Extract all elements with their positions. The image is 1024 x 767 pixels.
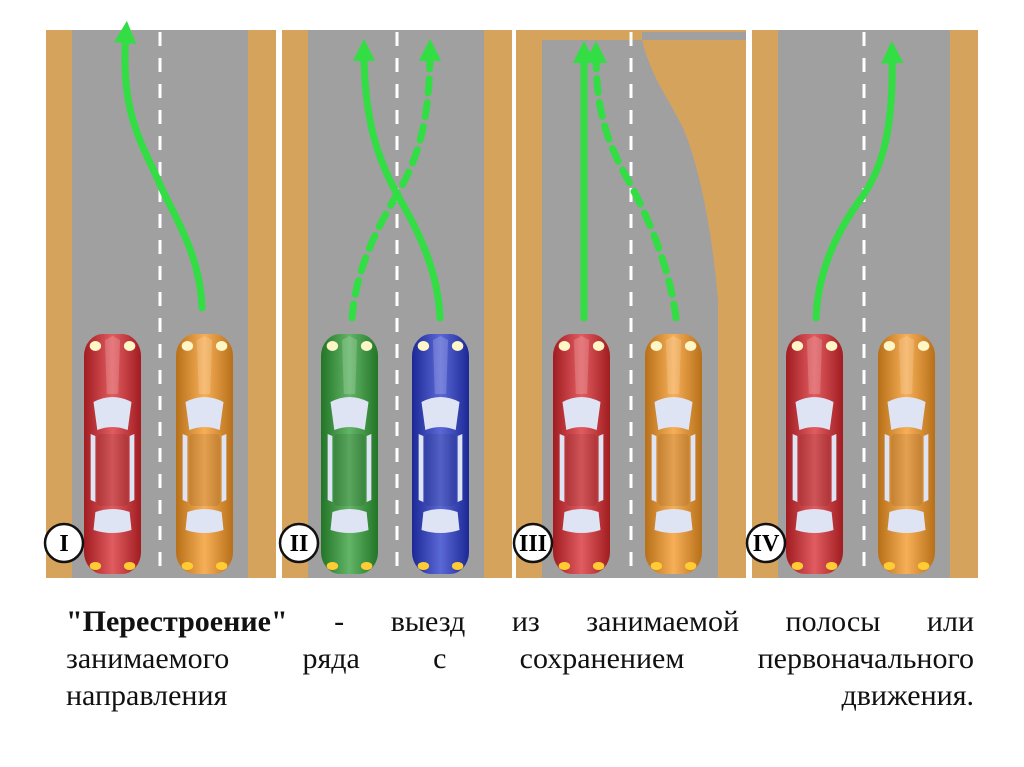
- lane-change-arrow-right-car: [352, 38, 444, 322]
- lane-merge-arrow: [584, 40, 680, 322]
- panel-badge-label: IV: [753, 531, 780, 557]
- left-car: [84, 334, 141, 574]
- panel-1: I: [43, 20, 276, 578]
- definition-line-2: занимаемого ряда с сохранением первонача…: [66, 642, 974, 675]
- panel-badge: [745, 522, 787, 564]
- panel-badge: [278, 522, 320, 564]
- right-car: [176, 334, 233, 574]
- panel-badge-label: III: [519, 531, 547, 557]
- panel-2: II: [278, 30, 512, 578]
- left-car: [786, 334, 843, 574]
- lane-change-diagram: I II III IV: [43, 20, 978, 578]
- panel-badge-label: II: [290, 531, 309, 557]
- left-car: [321, 334, 378, 574]
- panel-3: III: [512, 30, 746, 578]
- panel-4: IV: [745, 30, 978, 578]
- lane-change-arrow: [113, 20, 206, 312]
- definition-line-1: "Перестроение" - выезд из занимаемой пол…: [66, 605, 974, 638]
- lane-change-arrow: [812, 40, 904, 322]
- left-car: [553, 334, 610, 574]
- right-car: [878, 334, 935, 574]
- definition-term: "Перестроение": [66, 605, 288, 638]
- right-car: [412, 334, 469, 574]
- panel-badge: [43, 522, 85, 564]
- definition-text: "Перестроение" - выезд из занимаемой пол…: [66, 603, 974, 714]
- panel-badge-label: I: [59, 531, 68, 557]
- right-car: [645, 334, 702, 574]
- panel-badge: [512, 522, 554, 564]
